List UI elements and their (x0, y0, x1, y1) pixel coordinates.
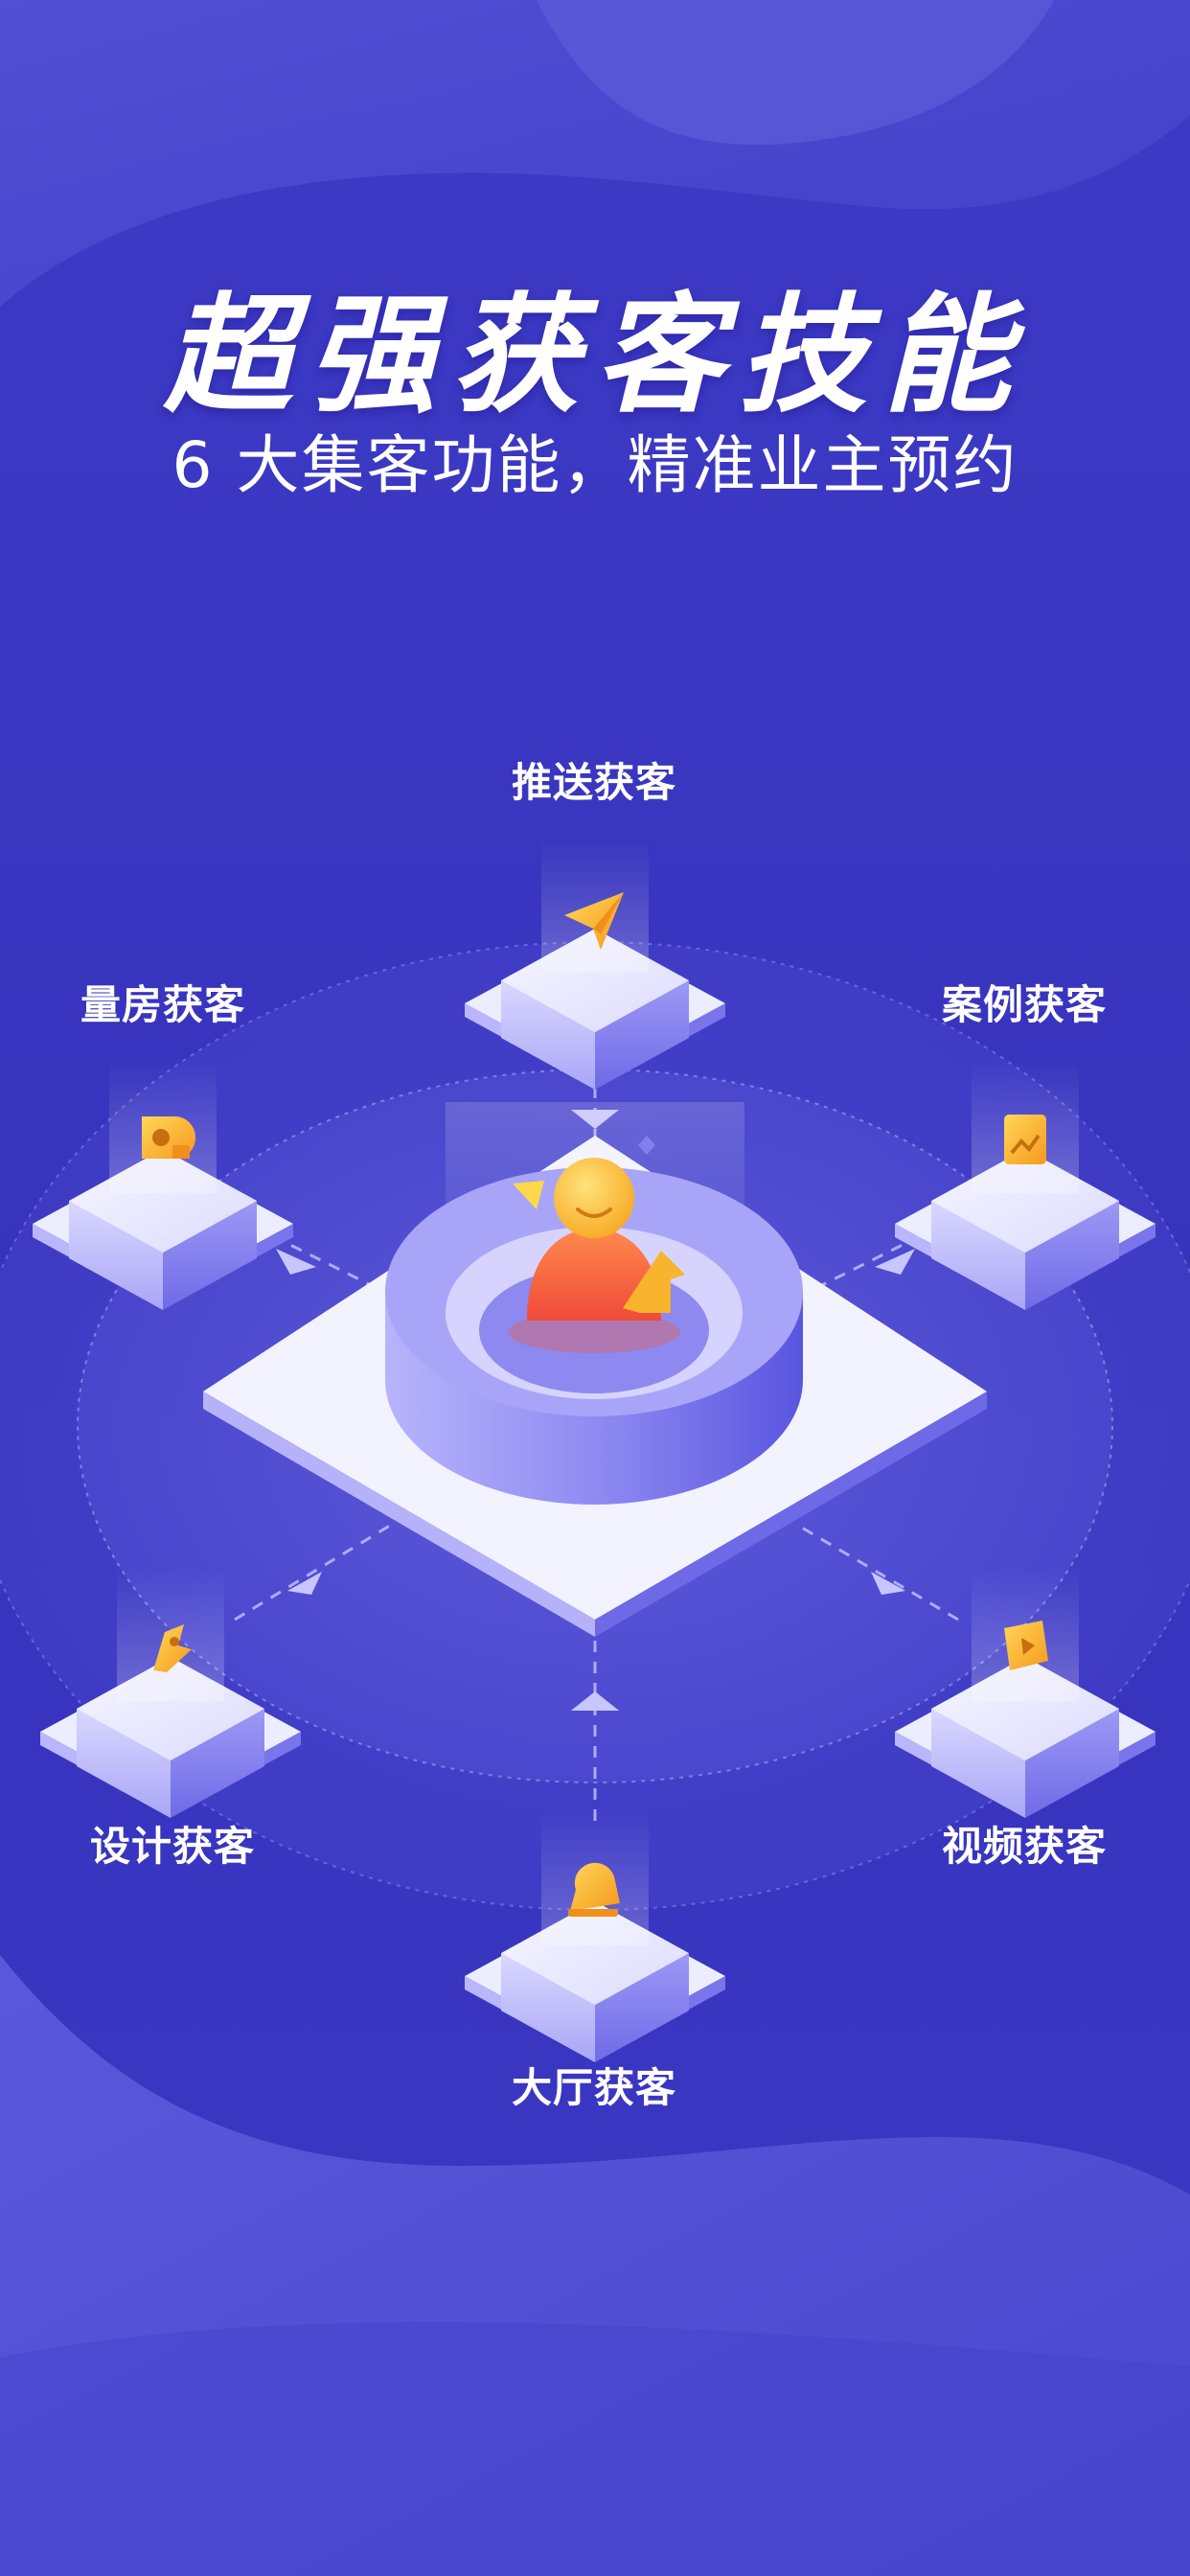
feature-label-case: 案例获客 (941, 981, 1107, 1028)
image-icon (1004, 1115, 1046, 1164)
brush-icon (153, 1624, 192, 1672)
feature-cube-1 (465, 839, 725, 1090)
play-icon (1004, 1621, 1048, 1670)
user-avatar-icon (508, 1136, 685, 1353)
feature-label-hall: 大厅获客 (511, 2064, 676, 2111)
measure-icon (142, 1116, 196, 1159)
feature-label-video: 视频获客 (941, 1823, 1107, 1870)
feature-cube-4 (40, 1567, 301, 1818)
feature-cube-2 (33, 1059, 293, 1310)
wave-bottom-shade (0, 2321, 1190, 2576)
page-subtitle: 6 大集客功能，精准业主预约 (172, 428, 1018, 502)
feature-label-push: 推送获客 (511, 759, 676, 806)
wave-top-highlight (537, 0, 1054, 146)
bell-icon (568, 1862, 620, 1917)
feature-cube-3 (895, 1059, 1156, 1310)
feature-cube-5 (895, 1567, 1156, 1818)
feature-label-design: 设计获客 (89, 1823, 255, 1870)
feature-cube-6 (465, 1811, 725, 2062)
feature-label-measure: 量房获客 (80, 981, 245, 1028)
page-title: 超强获客技能 (163, 281, 1026, 430)
paper-plane-icon (564, 892, 624, 950)
